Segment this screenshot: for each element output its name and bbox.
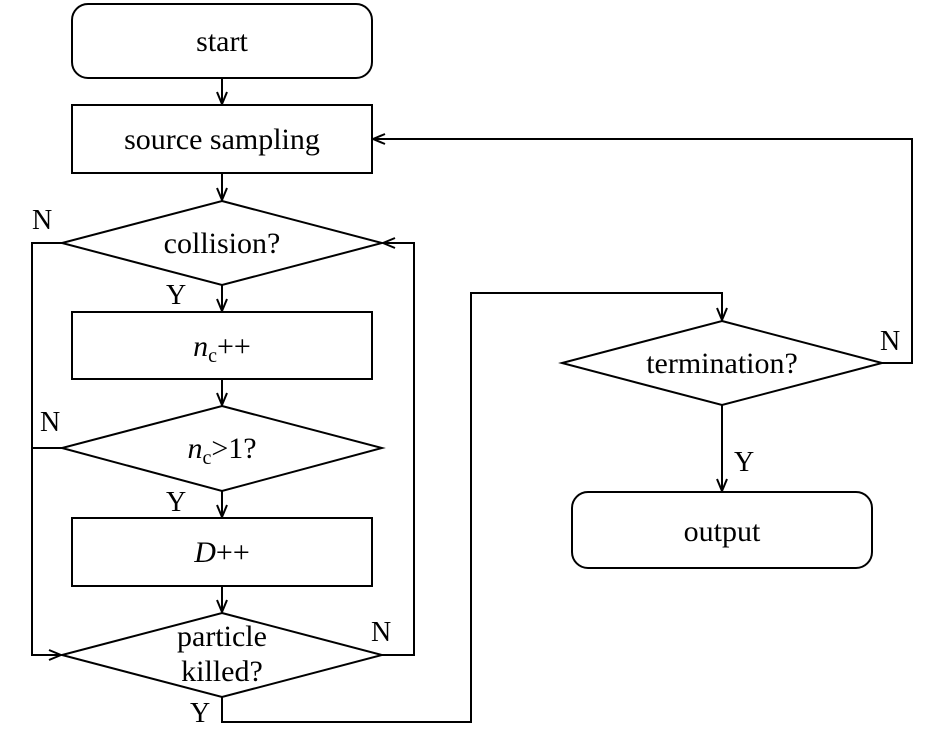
nc-check-no-label: N (40, 407, 60, 438)
arrow-killed-no (382, 243, 415, 656)
particle-killed-line1: particle (177, 620, 267, 653)
termination-yes-label: Y (734, 447, 754, 478)
collision-no-label: N (32, 205, 52, 236)
source-sampling-label: source sampling (124, 123, 320, 156)
start-label: start (196, 25, 248, 58)
nc-check-yes-label: Y (166, 487, 186, 518)
termination-decision: termination? (558, 319, 886, 407)
arrow-killed-yes (221, 292, 722, 723)
output-node: output (571, 491, 873, 569)
nc-increment-label: nc++ (193, 330, 251, 367)
source-sampling-node: source sampling (71, 104, 373, 174)
output-label: output (684, 515, 761, 548)
collision-decision: collision? (58, 199, 386, 287)
collision-label: collision? (164, 227, 281, 260)
nc-increment-var: n (193, 330, 208, 363)
termination-no-label: N (880, 326, 900, 357)
nc-check-decision: nc>1? (58, 404, 386, 493)
particle-killed-decision: particle killed? (58, 611, 386, 699)
nc-increment-op: ++ (217, 330, 251, 363)
nc-check-var: n (187, 432, 202, 465)
nc-increment-node: nc++ (71, 311, 373, 380)
collision-yes-label: Y (166, 280, 186, 311)
particle-killed-line2: killed? (181, 655, 263, 688)
nc-check-sub: c (202, 447, 211, 469)
termination-label: termination? (646, 347, 798, 380)
arrow-termination-no (373, 139, 913, 364)
start-node: start (71, 3, 373, 79)
d-increment-node: D++ (71, 517, 373, 587)
nc-increment-sub: c (208, 345, 217, 367)
killed-yes-label: Y (190, 698, 210, 729)
killed-no-label: N (371, 617, 391, 648)
nc-check-label: nc>1? (187, 432, 256, 469)
d-increment-var: D (193, 536, 216, 569)
d-increment-op: ++ (216, 536, 250, 569)
nc-check-op: >1? (211, 432, 256, 465)
d-increment-label: D++ (193, 536, 250, 569)
